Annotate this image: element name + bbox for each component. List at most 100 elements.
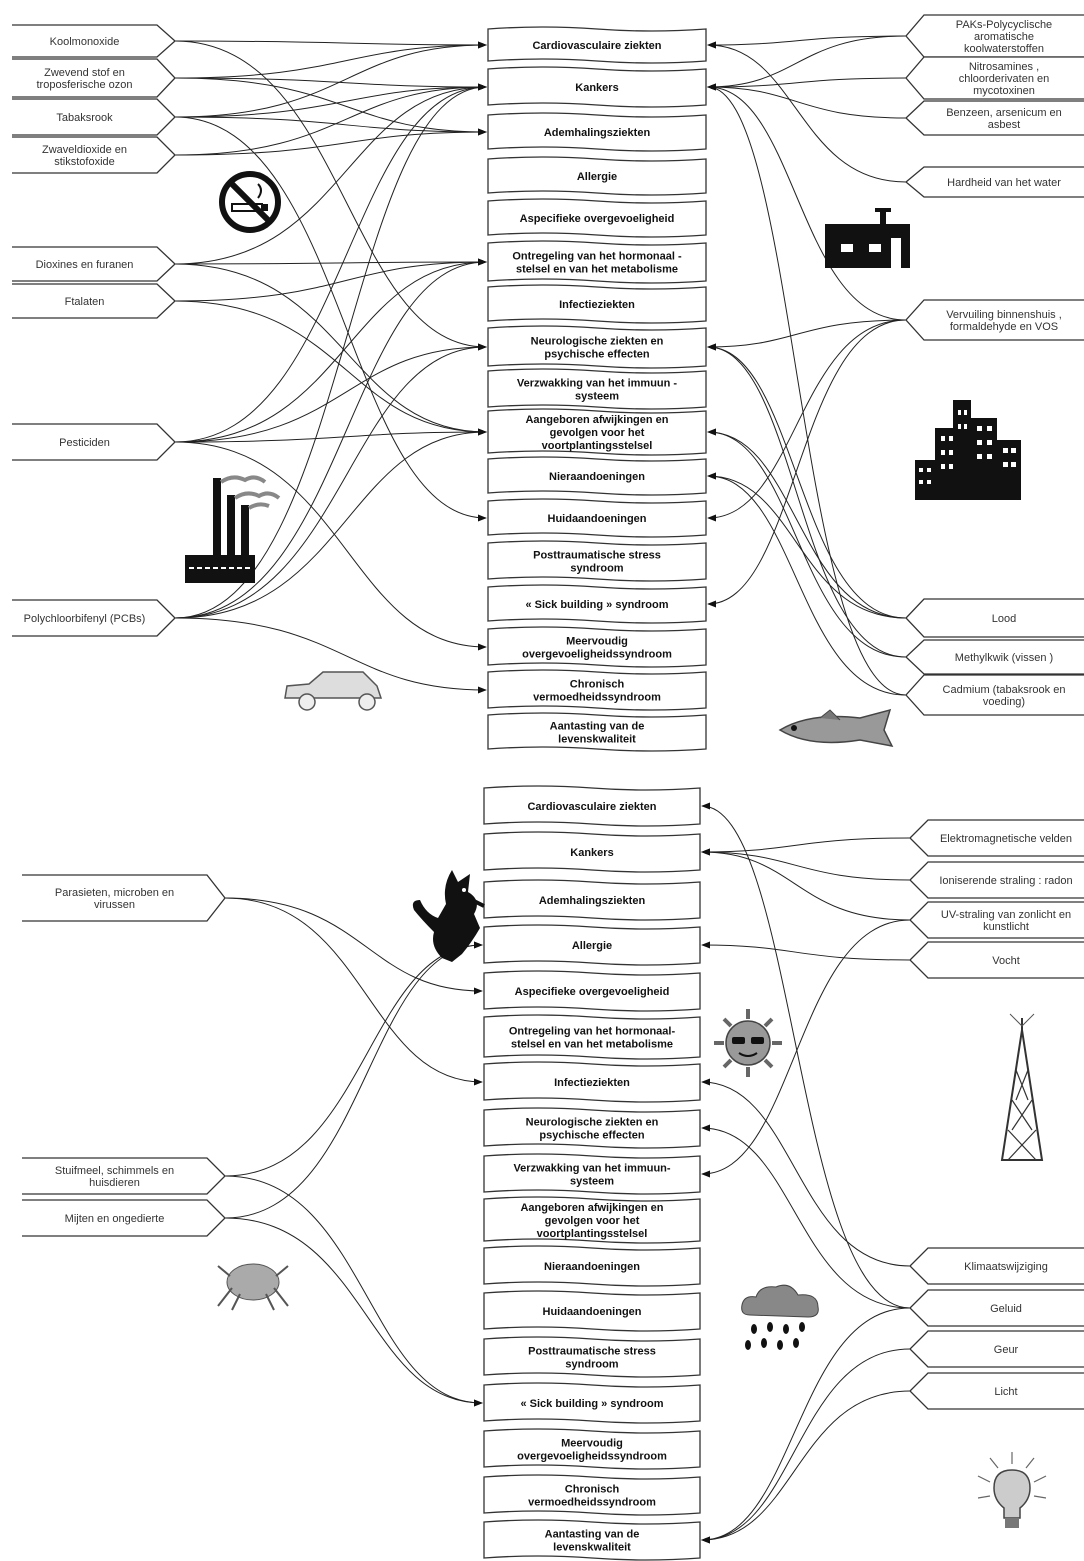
- source-radon: Ioniserende straling : radon: [909, 861, 1084, 899]
- source-elektro: Elektromagnetische velden: [909, 819, 1084, 857]
- source-mijten: Mijten en ongedierte: [22, 1199, 226, 1237]
- label-line: Ademhalingsziekten: [539, 895, 646, 907]
- disease-box-hormonaal: Ontregeling van het hormonaal-stelsel en…: [483, 1014, 701, 1060]
- disease-box-shape: [487, 26, 707, 64]
- label-line: levenskwaliteit: [558, 734, 636, 746]
- disease-box-allergie: Allergie: [483, 924, 701, 966]
- connector-pesticiden-meervoudig: [174, 441, 487, 651]
- label-line: Kankers: [570, 847, 613, 859]
- label-line: Dioxines en furanen: [36, 259, 134, 271]
- connector-pcb-aangeboren: [174, 428, 487, 619]
- connector-binnenhuis-kankers: [707, 83, 907, 321]
- source-koolmonoxide: Koolmonoxide: [12, 24, 176, 58]
- connection-lines: [174, 35, 911, 1544]
- connector-cadmium-nier: [707, 472, 907, 696]
- connector-zwevend-cardio: [174, 41, 487, 79]
- label-line: Ademhalingsziekten: [544, 127, 651, 139]
- label-line: koolwaterstoffen: [964, 43, 1044, 55]
- label-line: stelsel en van het metabolisme: [511, 1039, 673, 1051]
- source-dioxines: Dioxines en furanen: [12, 246, 176, 282]
- connector-pcb-neuro: [174, 343, 487, 619]
- connector-radon-kankers: [701, 848, 911, 881]
- disease-box-shape: [483, 1245, 701, 1287]
- source-box-shape: [909, 941, 1084, 979]
- source-licht: Licht: [909, 1372, 1084, 1410]
- label-line: mycotoxinen: [973, 85, 1035, 97]
- disease-box-shape: [483, 1107, 701, 1149]
- connector-zwavel-kankers: [174, 83, 487, 156]
- label-line: voeding): [983, 696, 1025, 708]
- label-line: systeem: [575, 391, 619, 403]
- disease-box-huid: Huidaandoeningen: [483, 1290, 701, 1332]
- label-line: Ontregeling van het hormonaal-: [509, 1026, 676, 1038]
- label-line: Nieraandoeningen: [544, 1261, 640, 1273]
- antenna-tower-icon: [1000, 1013, 1044, 1161]
- rain-cloud-icon: [741, 1284, 819, 1350]
- label-line: Zwaveldioxide en: [42, 144, 127, 156]
- disease-box-immuun: Verzwakking van het immuun-systeem: [483, 1153, 701, 1195]
- label-line: stikstofoxide: [54, 156, 115, 168]
- house-icon: [825, 208, 910, 268]
- source-box-shape: [12, 423, 176, 461]
- cat-icon: [412, 870, 485, 962]
- connector-koolmonoxide-cardio: [174, 40, 487, 49]
- label-line: vermoedheidssyndroom: [533, 692, 661, 704]
- label-line: overgevoeligheidssyndroom: [522, 649, 672, 661]
- label-line: Nieraandoeningen: [549, 471, 645, 483]
- connector-vocht-allergie: [701, 941, 911, 961]
- disease-box-shape: [487, 408, 707, 456]
- disease-box-shape: [487, 240, 707, 284]
- connector-paks-kankers: [707, 35, 907, 91]
- label-line: Neurologische ziekten en: [531, 336, 664, 348]
- label-line: Vervuiling binnenshuis ,: [946, 309, 1062, 321]
- connector-koolmonoxide-neuro: [174, 40, 487, 351]
- label-line: voortplantingsstelsel: [542, 440, 653, 452]
- connector-binnenhuis-huid: [707, 319, 907, 522]
- source-box-shape: [909, 819, 1084, 857]
- label-line: formaldehyde en VOS: [950, 321, 1058, 333]
- disease-box-shape: [487, 156, 707, 196]
- disease-box-shape: [487, 584, 707, 624]
- connector-geluid-neuro: [701, 1124, 911, 1309]
- connector-pcb-chronisch: [174, 617, 487, 694]
- label-line: vermoedheidssyndroom: [528, 1497, 656, 1509]
- disease-box-infectie: Infectieziekten: [487, 284, 707, 324]
- label-line: syndroom: [570, 563, 623, 575]
- source-box-shape: [905, 639, 1084, 675]
- label-line: Klimaatswijziging: [964, 1261, 1048, 1273]
- label-line: Kankers: [575, 82, 618, 94]
- disease-box-shape: [483, 1153, 701, 1195]
- source-lood: Lood: [905, 598, 1084, 638]
- disease-box-kankers: Kankers: [483, 831, 701, 873]
- label-line: asbest: [988, 119, 1020, 131]
- connector-dioxines-aangeboren: [174, 263, 487, 436]
- label-line: Cardiovasculaire ziekten: [527, 801, 656, 813]
- no-smoking-icon: [219, 171, 281, 233]
- label-line: Ftalaten: [65, 296, 105, 308]
- label-line: Aspecifieke overgevoeligheid: [520, 213, 675, 225]
- car-icon: [284, 671, 383, 711]
- label-line: chloorderivaten en: [959, 73, 1050, 85]
- label-line: Aantasting van de: [550, 721, 645, 733]
- source-box-shape: [905, 56, 1084, 100]
- disease-box-shape: [483, 970, 701, 1012]
- source-paks: PAKs-Polycyclischearomatischekoolwaterst…: [905, 14, 1084, 58]
- disease-box-shape: [483, 1519, 701, 1561]
- source-box-shape: [12, 98, 176, 136]
- source-pcb: Polychloorbifenyl (PCBs): [12, 599, 176, 637]
- source-box-shape: [909, 1330, 1084, 1368]
- source-vocht: Vocht: [909, 941, 1084, 979]
- connector-dioxines-hormonaal: [174, 258, 487, 266]
- label-line: PAKs-Polycyclische: [956, 19, 1052, 31]
- disease-box-cardio: Cardiovasculaire ziekten: [487, 26, 707, 64]
- label-line: overgevoeligheidssyndroom: [517, 1451, 667, 1463]
- disease-box-aspecifiek: Aspecifieke overgevoeligheid: [483, 970, 701, 1012]
- source-box-shape: [12, 283, 176, 319]
- label-line: Chronisch: [570, 679, 625, 691]
